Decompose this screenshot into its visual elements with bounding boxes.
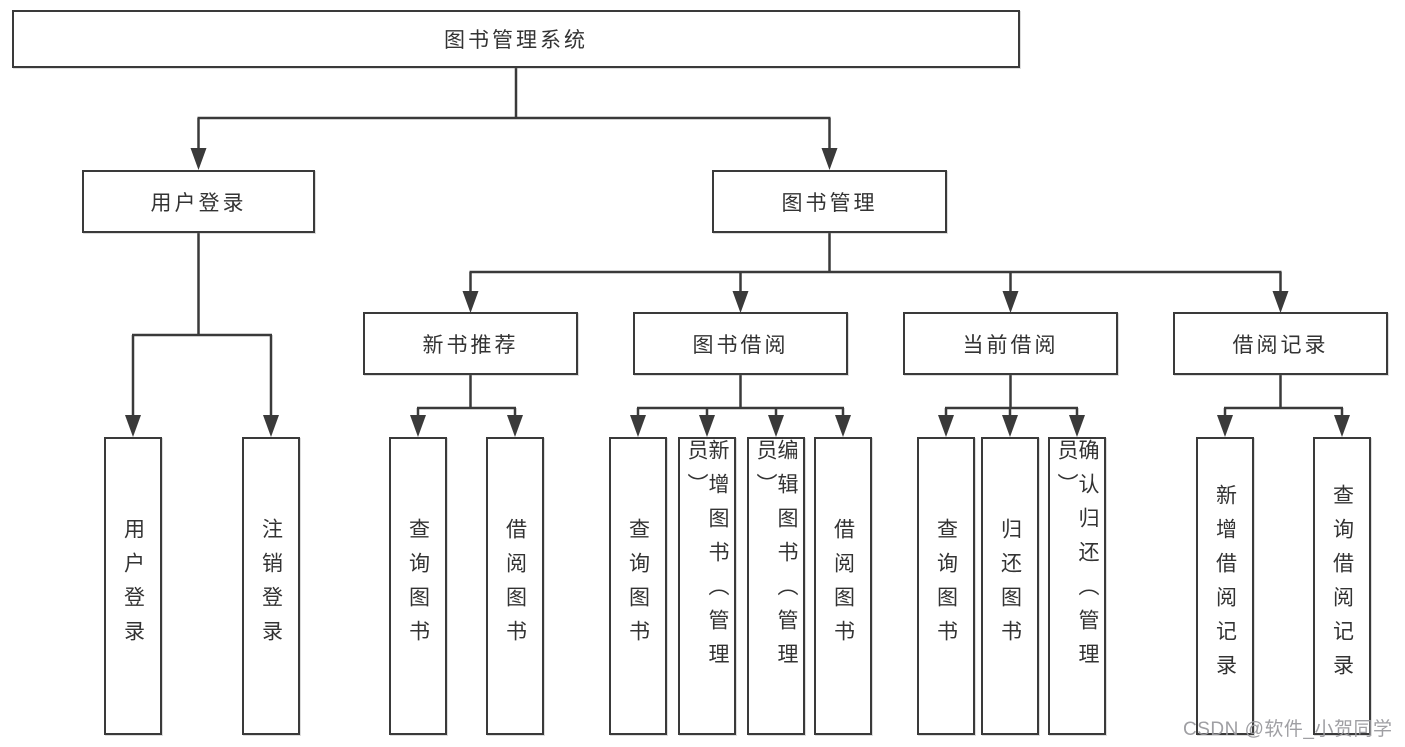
node-label: 新书推荐 <box>422 333 519 357</box>
csdn-watermark: CSDN @软件_小贺同学 <box>1183 719 1393 740</box>
leaf-label: 用户登录 <box>121 518 145 654</box>
leaf-label: 编辑图书（管理员） <box>754 439 798 677</box>
leaf-recommend-borrow-book: 借阅图书 <box>486 437 544 735</box>
leaf-record-add-borrow-record: 新增借阅记录 <box>1196 437 1254 735</box>
node-book-management: 图书管理 <box>712 170 947 233</box>
leaf-label: 确认归还（管理员） <box>1055 439 1099 677</box>
leaf-label: 借阅图书 <box>831 518 855 654</box>
leaf-borrowing-query-book: 查询图书 <box>609 437 667 735</box>
leaf-label: 查询图书 <box>934 518 958 654</box>
node-label: 当前借阅 <box>962 333 1059 357</box>
node-new-book-recommend: 新书推荐 <box>363 312 578 375</box>
node-borrowing-records: 借阅记录 <box>1173 312 1388 375</box>
leaf-label: 新增图书（管理员） <box>685 439 729 677</box>
leaf-label: 查询图书 <box>626 518 650 654</box>
node-label: 图书借阅 <box>692 333 789 357</box>
leaf-record-query-borrow-record: 查询借阅记录 <box>1313 437 1371 735</box>
arrowheads <box>125 148 1350 437</box>
leaf-current-query-book: 查询图书 <box>917 437 975 735</box>
leaf-borrowing-edit-book-admin: 编辑图书（管理员） <box>747 437 805 735</box>
leaf-borrowing-add-book-admin: 新增图书（管理员） <box>678 437 736 735</box>
leaf-recommend-query-book: 查询图书 <box>389 437 447 735</box>
node-book-borrowing: 图书借阅 <box>633 312 848 375</box>
leaf-label: 新增借阅记录 <box>1213 484 1237 688</box>
leaf-current-return-book: 归还图书 <box>981 437 1039 735</box>
leaf-label: 借阅图书 <box>503 518 527 654</box>
node-label: 图书管理 <box>781 191 878 215</box>
leaf-logout-login: 注销登录 <box>242 437 300 735</box>
leaf-label: 查询借阅记录 <box>1330 484 1354 688</box>
node-current-borrowing: 当前借阅 <box>903 312 1118 375</box>
leaf-label: 归还图书 <box>998 518 1022 654</box>
node-user-login: 用户登录 <box>82 170 315 233</box>
node-label: 用户登录 <box>150 191 247 215</box>
leaf-label: 查询图书 <box>406 518 430 654</box>
node-library-management-system: 图书管理系统 <box>12 10 1020 68</box>
leaf-user-login: 用户登录 <box>104 437 162 735</box>
leaf-current-confirm-return-admin: 确认归还（管理员） <box>1048 437 1106 735</box>
node-label: 图书管理系统 <box>444 29 588 52</box>
leaf-borrowing-borrow-book: 借阅图书 <box>814 437 872 735</box>
leaf-label: 注销登录 <box>259 518 283 654</box>
node-label: 借阅记录 <box>1232 333 1329 357</box>
